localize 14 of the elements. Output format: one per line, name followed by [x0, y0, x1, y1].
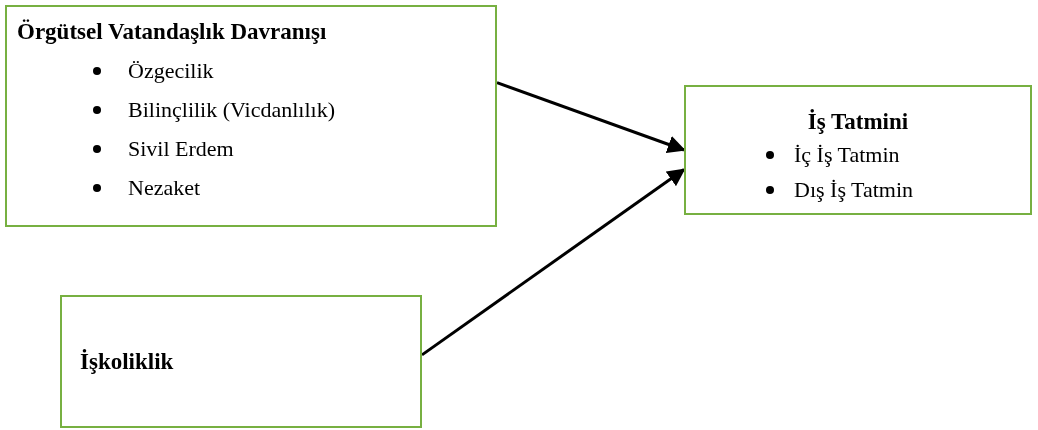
list-item: Nezaket [128, 174, 201, 202]
box-heading: Örgütsel Vatandaşlık Davranışı [17, 19, 327, 45]
list-item: Özgecilik [128, 57, 214, 85]
text-box [60, 295, 422, 428]
arrow [496, 81, 686, 153]
list-item: İç İş Tatmin [794, 141, 900, 169]
arrow [421, 168, 686, 357]
text-box [5, 5, 497, 227]
box-heading: İş Tatmini [807, 109, 909, 135]
list-item: Bilinçlilik (Vicdanlılık) [128, 96, 336, 124]
text-box [684, 85, 1032, 215]
list-item: Sivil Erdem [128, 135, 234, 163]
list-item: Dış İş Tatmin [794, 176, 914, 204]
box-heading: İşkoliklik [80, 348, 174, 375]
